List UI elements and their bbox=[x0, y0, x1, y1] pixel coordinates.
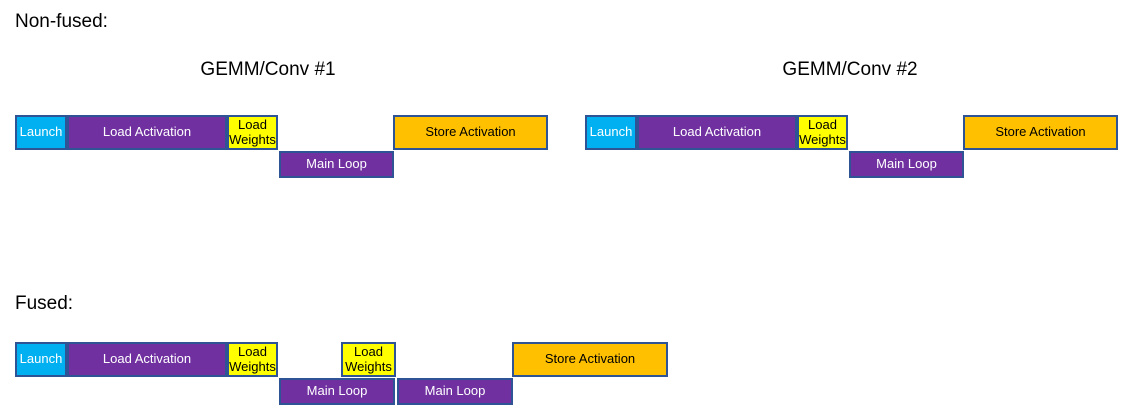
nonfused-gemm1-load-weights-block: Load Weights bbox=[227, 115, 278, 150]
fused-load-activation-block: Load Activation bbox=[67, 342, 227, 377]
fused-store-activation-block: Store Activation bbox=[512, 342, 668, 377]
nonfused-gemm1-store-activation-block: Store Activation bbox=[393, 115, 548, 150]
nonfused-gemm2-main-loop-block: Main Loop bbox=[849, 151, 964, 178]
fused-section-label: Fused: bbox=[15, 293, 74, 314]
gemm-conv-2-title: GEMM/Conv #2 bbox=[782, 59, 918, 80]
nonfused-gemm1-launch-block: Launch bbox=[15, 115, 67, 150]
fused-load-weights-2-block: Load Weights bbox=[341, 342, 396, 377]
nonfused-gemm2-launch-block: Launch bbox=[585, 115, 637, 150]
fused-launch-block: Launch bbox=[15, 342, 67, 377]
nonfused-gemm2-load-weights-block: Load Weights bbox=[797, 115, 848, 150]
non-fused-section-label: Non-fused: bbox=[15, 11, 108, 32]
fused-load-weights-1-block: Load Weights bbox=[227, 342, 278, 377]
nonfused-gemm2-store-activation-block: Store Activation bbox=[963, 115, 1118, 150]
gemm-conv-1-title: GEMM/Conv #1 bbox=[200, 59, 336, 80]
nonfused-gemm1-load-activation-block: Load Activation bbox=[67, 115, 227, 150]
nonfused-gemm1-main-loop-block: Main Loop bbox=[279, 151, 394, 178]
fused-main-loop-2-block: Main Loop bbox=[397, 378, 513, 405]
fused-main-loop-1-block: Main Loop bbox=[279, 378, 395, 405]
nonfused-gemm2-load-activation-block: Load Activation bbox=[637, 115, 797, 150]
